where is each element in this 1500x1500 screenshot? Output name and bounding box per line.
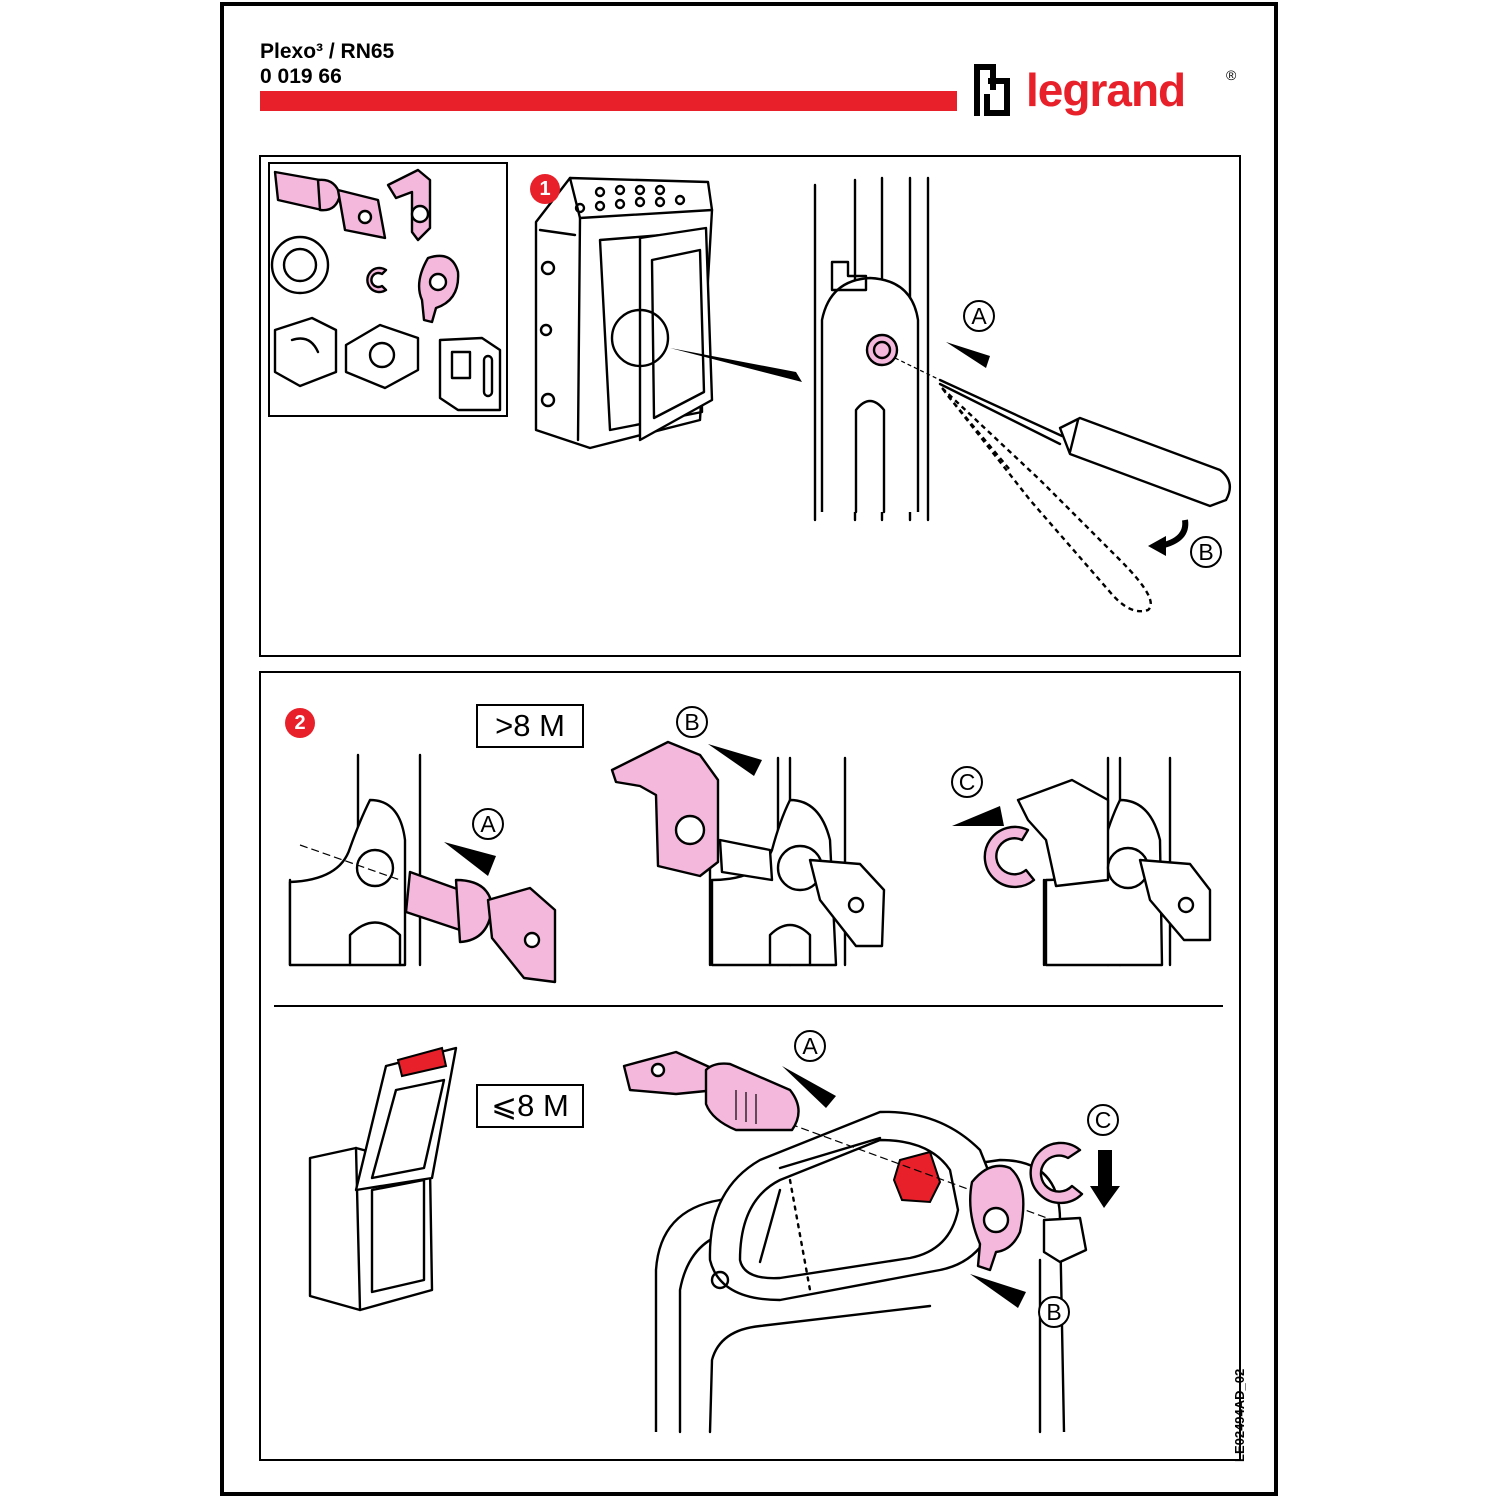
spec-up-to-8m-label: ⩽8 M bbox=[476, 1084, 584, 1128]
callout-b-step1: B bbox=[1190, 536, 1222, 568]
arrow-b-step2-upper bbox=[708, 744, 762, 776]
step-2-panel bbox=[259, 671, 1241, 1461]
adapter-part bbox=[273, 316, 338, 388]
legrand-logo-mark bbox=[974, 64, 1010, 116]
clip-plate-part bbox=[438, 336, 502, 412]
small-enclosure-illustration bbox=[308, 1046, 458, 1312]
spec-above-8m-label: >8 M bbox=[476, 704, 584, 748]
callout-c-step2-upper: C bbox=[951, 766, 983, 798]
arrow-a-step1 bbox=[946, 342, 990, 368]
arrow-c-step2-lower bbox=[1090, 1150, 1120, 1208]
arrow-a-step2-upper bbox=[444, 842, 496, 876]
enclosure-vent-holes bbox=[574, 184, 686, 214]
fit-lock-on-large-enclosure-illustration bbox=[654, 1110, 1088, 1434]
door-latch-closeup bbox=[813, 176, 1232, 613]
enclosure-illustration bbox=[534, 176, 802, 450]
parts-kit-illustration bbox=[270, 168, 502, 412]
callout-c-step2-lower: C bbox=[1087, 1104, 1119, 1136]
circlip-part bbox=[366, 266, 388, 294]
screwdriver-icon bbox=[938, 378, 1232, 508]
callout-b-step2-lower: B bbox=[1038, 1296, 1070, 1328]
arrow-b-step2-lower bbox=[970, 1274, 1026, 1308]
fit-circlip-illustration bbox=[983, 756, 1212, 967]
callout-a-step2-lower: A bbox=[794, 1030, 826, 1062]
arrow-a-step2-lower bbox=[782, 1066, 836, 1108]
circlip-lower bbox=[1029, 1141, 1084, 1205]
insert-barrel-illustration bbox=[288, 753, 557, 984]
registered-mark: ® bbox=[1226, 67, 1237, 83]
cam-plate-lower bbox=[969, 1164, 1025, 1272]
document-reference: LE02494AD_02 bbox=[1232, 1368, 1247, 1462]
step-2-badge: 2 bbox=[285, 708, 315, 738]
callout-b-step2-upper: B bbox=[676, 706, 708, 738]
lock-barrel-key-part bbox=[273, 170, 387, 240]
callout-a-step1: A bbox=[963, 300, 995, 332]
arrow-c-step2-upper bbox=[952, 806, 1004, 826]
header-red-bar bbox=[260, 91, 957, 111]
brand-wordmark: legrand bbox=[1026, 64, 1185, 116]
rotor-part bbox=[270, 235, 330, 295]
legrand-logo: legrand ® bbox=[970, 58, 1245, 128]
guide-part bbox=[344, 323, 420, 390]
cam-plate-part bbox=[417, 254, 460, 324]
cam-bracket-part bbox=[386, 168, 432, 242]
callout-a-step2-upper: A bbox=[472, 808, 504, 840]
reference-number: 0 019 66 bbox=[260, 65, 342, 88]
product-line-title: Plexo³ / RN65 bbox=[260, 40, 395, 63]
key-and-barrel-lower bbox=[622, 1050, 800, 1132]
fit-cam-illustration bbox=[610, 740, 886, 967]
step-1-badge: 1 bbox=[530, 174, 560, 204]
